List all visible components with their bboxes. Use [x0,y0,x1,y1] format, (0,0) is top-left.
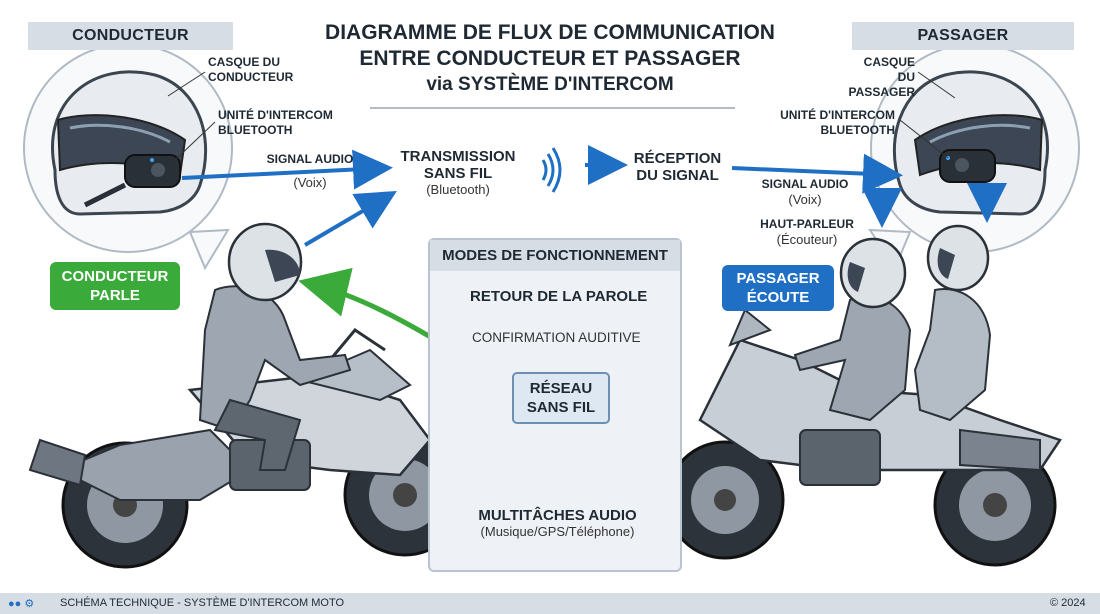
passenger-unit-label: UNITÉ D'INTERCOM BLUETOOTH [770,108,895,138]
passenger-helmet-label: CASQUE DU PASSAGER [833,55,915,100]
modes-header: MODES DE FONCTIONNEMENT [430,240,680,271]
driver-unit-label: UNITÉ D'INTERCOM BLUETOOTH [218,108,333,138]
title-line-1: DIAGRAMME DE FLUX DE COMMUNICATION [325,21,775,44]
motorcycle-icon [665,308,1062,567]
footer-bar [0,593,1100,614]
multitask-sub: (Musique/GPS/Téléphone) [480,524,635,539]
passenger-helmet-label-line-1: CASQUE [863,55,915,69]
driver-helmet-zoom [23,43,233,271]
network-line-1: RÉSEAU [529,380,593,397]
passenger-header: PASSAGER [852,22,1074,50]
footer-copyright: © 2024 [1050,597,1086,609]
speaker-sub: (Écouteur) [776,232,838,247]
passenger-motorcycle-illustration [665,224,1062,567]
transmission-line-2: SANS FIL [423,165,493,182]
motorcycle-icon: ●● [8,598,22,610]
driver-motorcycle-illustration [28,222,467,569]
wireless-wave-icon [541,147,562,193]
footer-icons: ●● ⚙ [8,597,34,610]
transmission-sub: (Bluetooth) [426,182,490,197]
helmet-icon [51,70,208,216]
multitask-block: MULTITÂCHES AUDIO (Musique/GPS/Téléphone… [440,507,675,539]
intercom-unit-icon [939,149,996,183]
helmet-icon [892,70,1049,216]
wireless-network-box: RÉSEAU SANS FIL [512,372,610,424]
driver-signal-label: SIGNAL AUDIO (Voix) [255,152,365,190]
driver-signal-title: SIGNAL AUDIO [266,152,354,166]
transmission-block: TRANSMISSION SANS FIL (Bluetooth) [388,148,528,197]
driver-header: CONDUCTEUR [28,22,233,50]
multitask-title: MULTITÂCHES AUDIO [478,507,637,524]
passenger-helmet-label-line-2: DU PASSAGER [848,70,915,99]
page-title: DIAGRAMME DE FLUX DE COMMUNICATION ENTRE… [300,20,800,98]
passenger-unit-label-line-1: UNITÉ D'INTERCOM [780,108,895,122]
driver-signal-sub: (Voix) [293,175,327,190]
title-line-2: ENTRE CONDUCTEUR ET PASSAGER [359,47,741,70]
title-line-3: via SYSTÈME D'INTERCOM [426,74,674,95]
driver-helmet-label-line-2: CONDUCTEUR [208,70,294,84]
passenger-signal-sub: (Voix) [788,192,822,207]
passenger-signal-title: SIGNAL AUDIO [761,177,849,191]
passenger-helmet-zoom [868,43,1080,271]
passenger-listens-callout: PASSAGER ÉCOUTE [722,265,834,311]
driver-speaks-callout: CONDUCTEUR PARLE [50,262,180,310]
driver-unit-label-line-1: UNITÉ D'INTERCOM [218,108,333,122]
reception-line-2: DU SIGNAL [636,167,719,184]
transmission-line-1: TRANSMISSION [400,148,516,165]
speaker-label: HAUT-PARLEUR (Écouteur) [752,217,862,247]
footer-text: SCHÉMA TECHNIQUE - SYSTÈME D'INTERCOM MO… [60,597,345,609]
intercom-unit-icon [83,154,181,208]
driver-callout-line-2: PARLE [90,287,140,304]
passenger-signal-label: SIGNAL AUDIO (Voix) [750,177,860,207]
reception-line-1: RÉCEPTION [633,150,722,167]
passenger-unit-label-line-2: BLUETOOTH [820,123,895,137]
driver-unit-label-line-2: BLUETOOTH [218,123,293,137]
passenger-callout-line-2: ÉCOUTE [746,289,810,306]
reception-block: RÉCEPTION DU SIGNAL [620,150,735,184]
driver-callout-line-1: CONDUCTEUR [61,268,169,285]
feedback-label: RETOUR DE LA PAROLE [470,288,648,305]
network-line-2: SANS FIL [526,399,596,416]
passenger-callout-line-1: PASSAGER [736,270,820,287]
gear-icon: ⚙ [24,598,35,610]
driver-helmet-label: CASQUE DU CONDUCTEUR [208,55,293,85]
feedback-sub: CONFIRMATION AUDITIVE [472,330,641,345]
driver-helmet-label-line-1: CASQUE DU [208,55,281,69]
speaker-title: HAUT-PARLEUR [760,217,854,231]
